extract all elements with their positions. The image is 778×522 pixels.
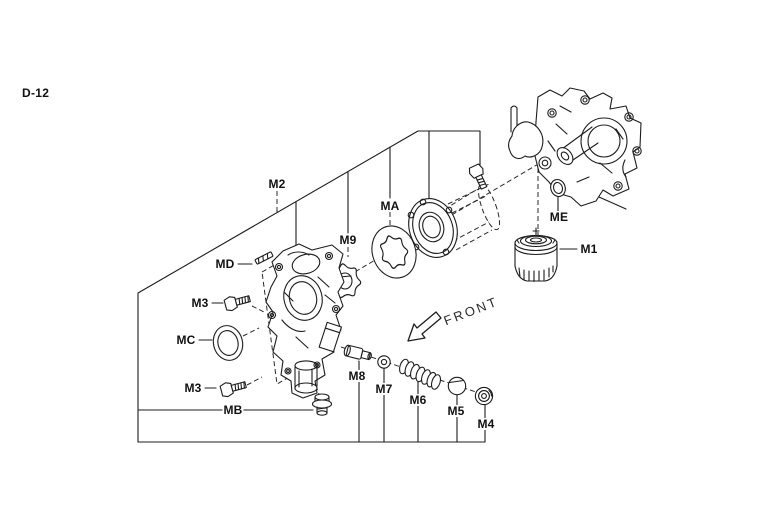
part-label-m3-lower: M3 [183, 381, 203, 395]
drain-plug-drawing [311, 393, 333, 416]
oil-seal-drawing [212, 325, 244, 361]
filter-seal-drawing [550, 178, 566, 198]
block-bolt-holes [547, 95, 642, 191]
part-label-m7: M7 [374, 382, 394, 396]
engine-block-drawing [533, 87, 642, 210]
front-direction-arrow [407, 311, 442, 342]
oil-pump-body-drawing [265, 243, 345, 399]
part-label-me: ME [548, 210, 570, 224]
part-label-m5: M5 [446, 404, 466, 418]
relief-plug-drawing [474, 386, 494, 406]
part-label-mb: MB [222, 403, 244, 417]
part-label-m4: M4 [476, 417, 496, 431]
relief-plunger-drawing [343, 344, 372, 361]
relief-spring-drawing [398, 358, 442, 390]
oil-filter-drawing [514, 227, 558, 283]
bolt-upper-drawing [223, 295, 251, 312]
cover-bolt-holes [407, 198, 453, 256]
oil-pump-cover-drawing [407, 183, 501, 258]
bracket-plate-drawing [507, 105, 544, 160]
outer-rotor-drawing [371, 225, 417, 279]
cover-bolt-drawing [468, 163, 488, 190]
part-label-m2: M2 [267, 177, 287, 191]
relief-valve-boss [318, 321, 343, 353]
part-label-m1: M1 [579, 242, 599, 256]
washer-drawing [377, 355, 391, 369]
dowel-pin-drawing [254, 251, 274, 265]
part-label-m9: M9 [338, 233, 358, 247]
drawing-code-label: D-12 [22, 86, 50, 100]
relief-valve-drawing [447, 376, 467, 396]
part-label-md: MD [214, 257, 236, 271]
part-label-mc: MC [175, 333, 197, 347]
part-label-m8: M8 [347, 369, 367, 383]
part-label-m6: M6 [408, 393, 428, 407]
part-label-ma: MA [379, 199, 401, 213]
bolt-lower-drawing [219, 381, 247, 398]
part-label-m3-upper: M3 [190, 296, 210, 310]
